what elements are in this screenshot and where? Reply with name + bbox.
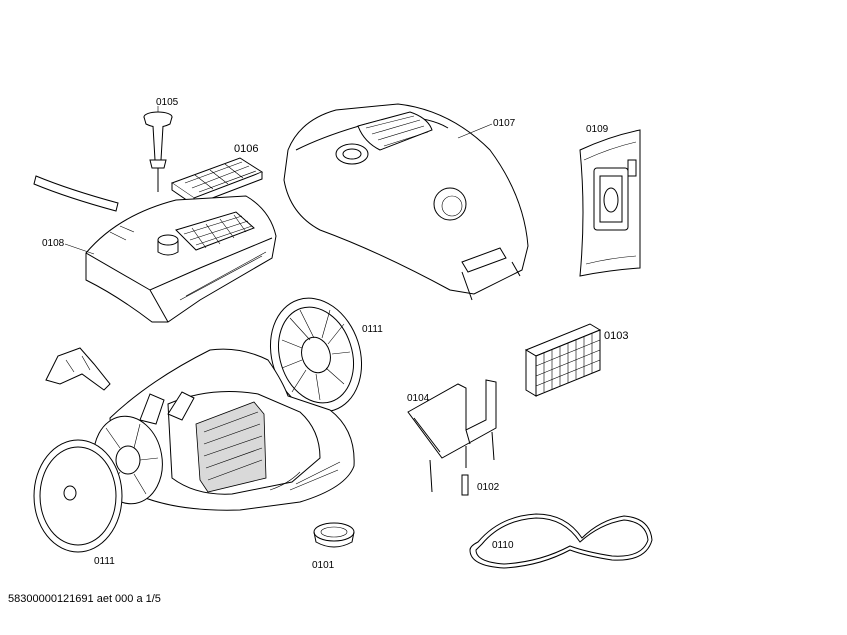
label-0109: 0109 bbox=[586, 124, 609, 135]
label-0107: 0107 bbox=[493, 118, 516, 129]
label-0108: 0108 bbox=[42, 238, 65, 249]
label-0106: 0106 bbox=[234, 143, 258, 155]
part-0110-belt bbox=[469, 513, 653, 569]
part-0103-filter-cassette bbox=[524, 323, 602, 397]
part-0106-filter bbox=[170, 157, 264, 206]
label-0111-bottom: 0111 bbox=[94, 556, 115, 567]
label-0104: 0104 bbox=[407, 393, 430, 404]
label-0101: 0101 bbox=[312, 560, 335, 571]
part-bracket-left bbox=[45, 347, 111, 391]
part-0101-ring bbox=[313, 522, 355, 548]
document-footer-id: 58300000121691 aet 000 a 1/5 bbox=[8, 593, 161, 605]
part-0109-dust-bag bbox=[579, 129, 641, 277]
seal-strip bbox=[33, 175, 119, 212]
part-0108-housing bbox=[64, 195, 277, 323]
part-0107-cover bbox=[283, 103, 529, 301]
label-0105: 0105 bbox=[156, 97, 179, 108]
part-0105-pin bbox=[143, 106, 173, 192]
part-0111-wheel-bottom bbox=[33, 415, 163, 553]
part-0102-clip bbox=[461, 474, 469, 496]
label-0103: 0103 bbox=[604, 330, 628, 342]
part-0104-frame bbox=[407, 379, 497, 493]
part-0111-wheel-top bbox=[269, 297, 363, 413]
label-0111-top: 0111 bbox=[362, 324, 383, 335]
label-0102: 0102 bbox=[477, 482, 500, 493]
label-0110: 0110 bbox=[492, 540, 514, 551]
